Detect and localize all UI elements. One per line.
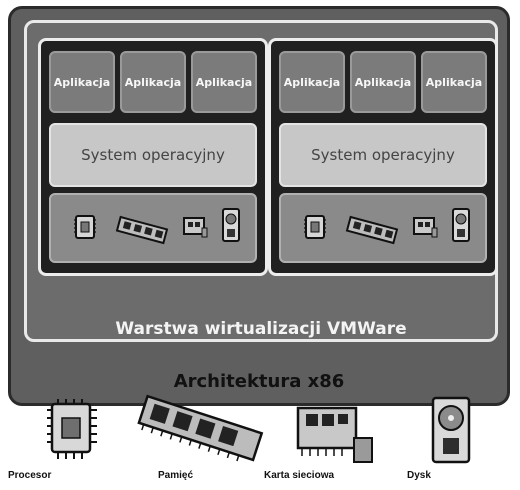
operating-system-box: System operacyjny: [49, 123, 257, 187]
application-box: Aplikacja: [279, 51, 345, 113]
virtualization-label: Warstwa wirtualizacji VMWare: [115, 319, 407, 339]
application-box: Aplikacja: [191, 51, 257, 113]
hardware-label-disk: Dysk: [407, 470, 431, 481]
memory-icon: [137, 394, 264, 462]
cpu-icon: [304, 215, 326, 239]
virtual-hardware-box: [49, 193, 257, 263]
virtual-machine-left: Aplikacja Aplikacja Aplikacja System ope…: [38, 38, 268, 276]
virtual-machine-right: Aplikacja Aplikacja Aplikacja System ope…: [268, 38, 498, 276]
network-card-icon: [413, 217, 438, 238]
network-card-icon: [296, 406, 373, 463]
hardware-label-network-card: Karta sieciowa: [264, 470, 335, 481]
architecture-label: Architektura x86: [173, 371, 345, 392]
memory-icon: [115, 215, 169, 245]
disk-icon: [431, 396, 471, 464]
application-box: Aplikacja: [120, 51, 186, 113]
application-box: Aplikacja: [350, 51, 416, 113]
cpu-icon: [47, 399, 97, 459]
application-box: Aplikacja: [421, 51, 487, 113]
hardware-label-processor: Procesor: [8, 470, 52, 481]
memory-icon: [345, 215, 399, 245]
operating-system-box: System operacyjny: [279, 123, 487, 187]
network-card-icon: [183, 217, 208, 238]
application-box: Aplikacja: [49, 51, 115, 113]
disk-icon: [222, 208, 240, 242]
cpu-icon: [74, 215, 96, 239]
hardware-label-memory: Pamięć: [158, 470, 194, 481]
disk-icon: [452, 208, 470, 242]
virtual-hardware-box: [279, 193, 487, 263]
